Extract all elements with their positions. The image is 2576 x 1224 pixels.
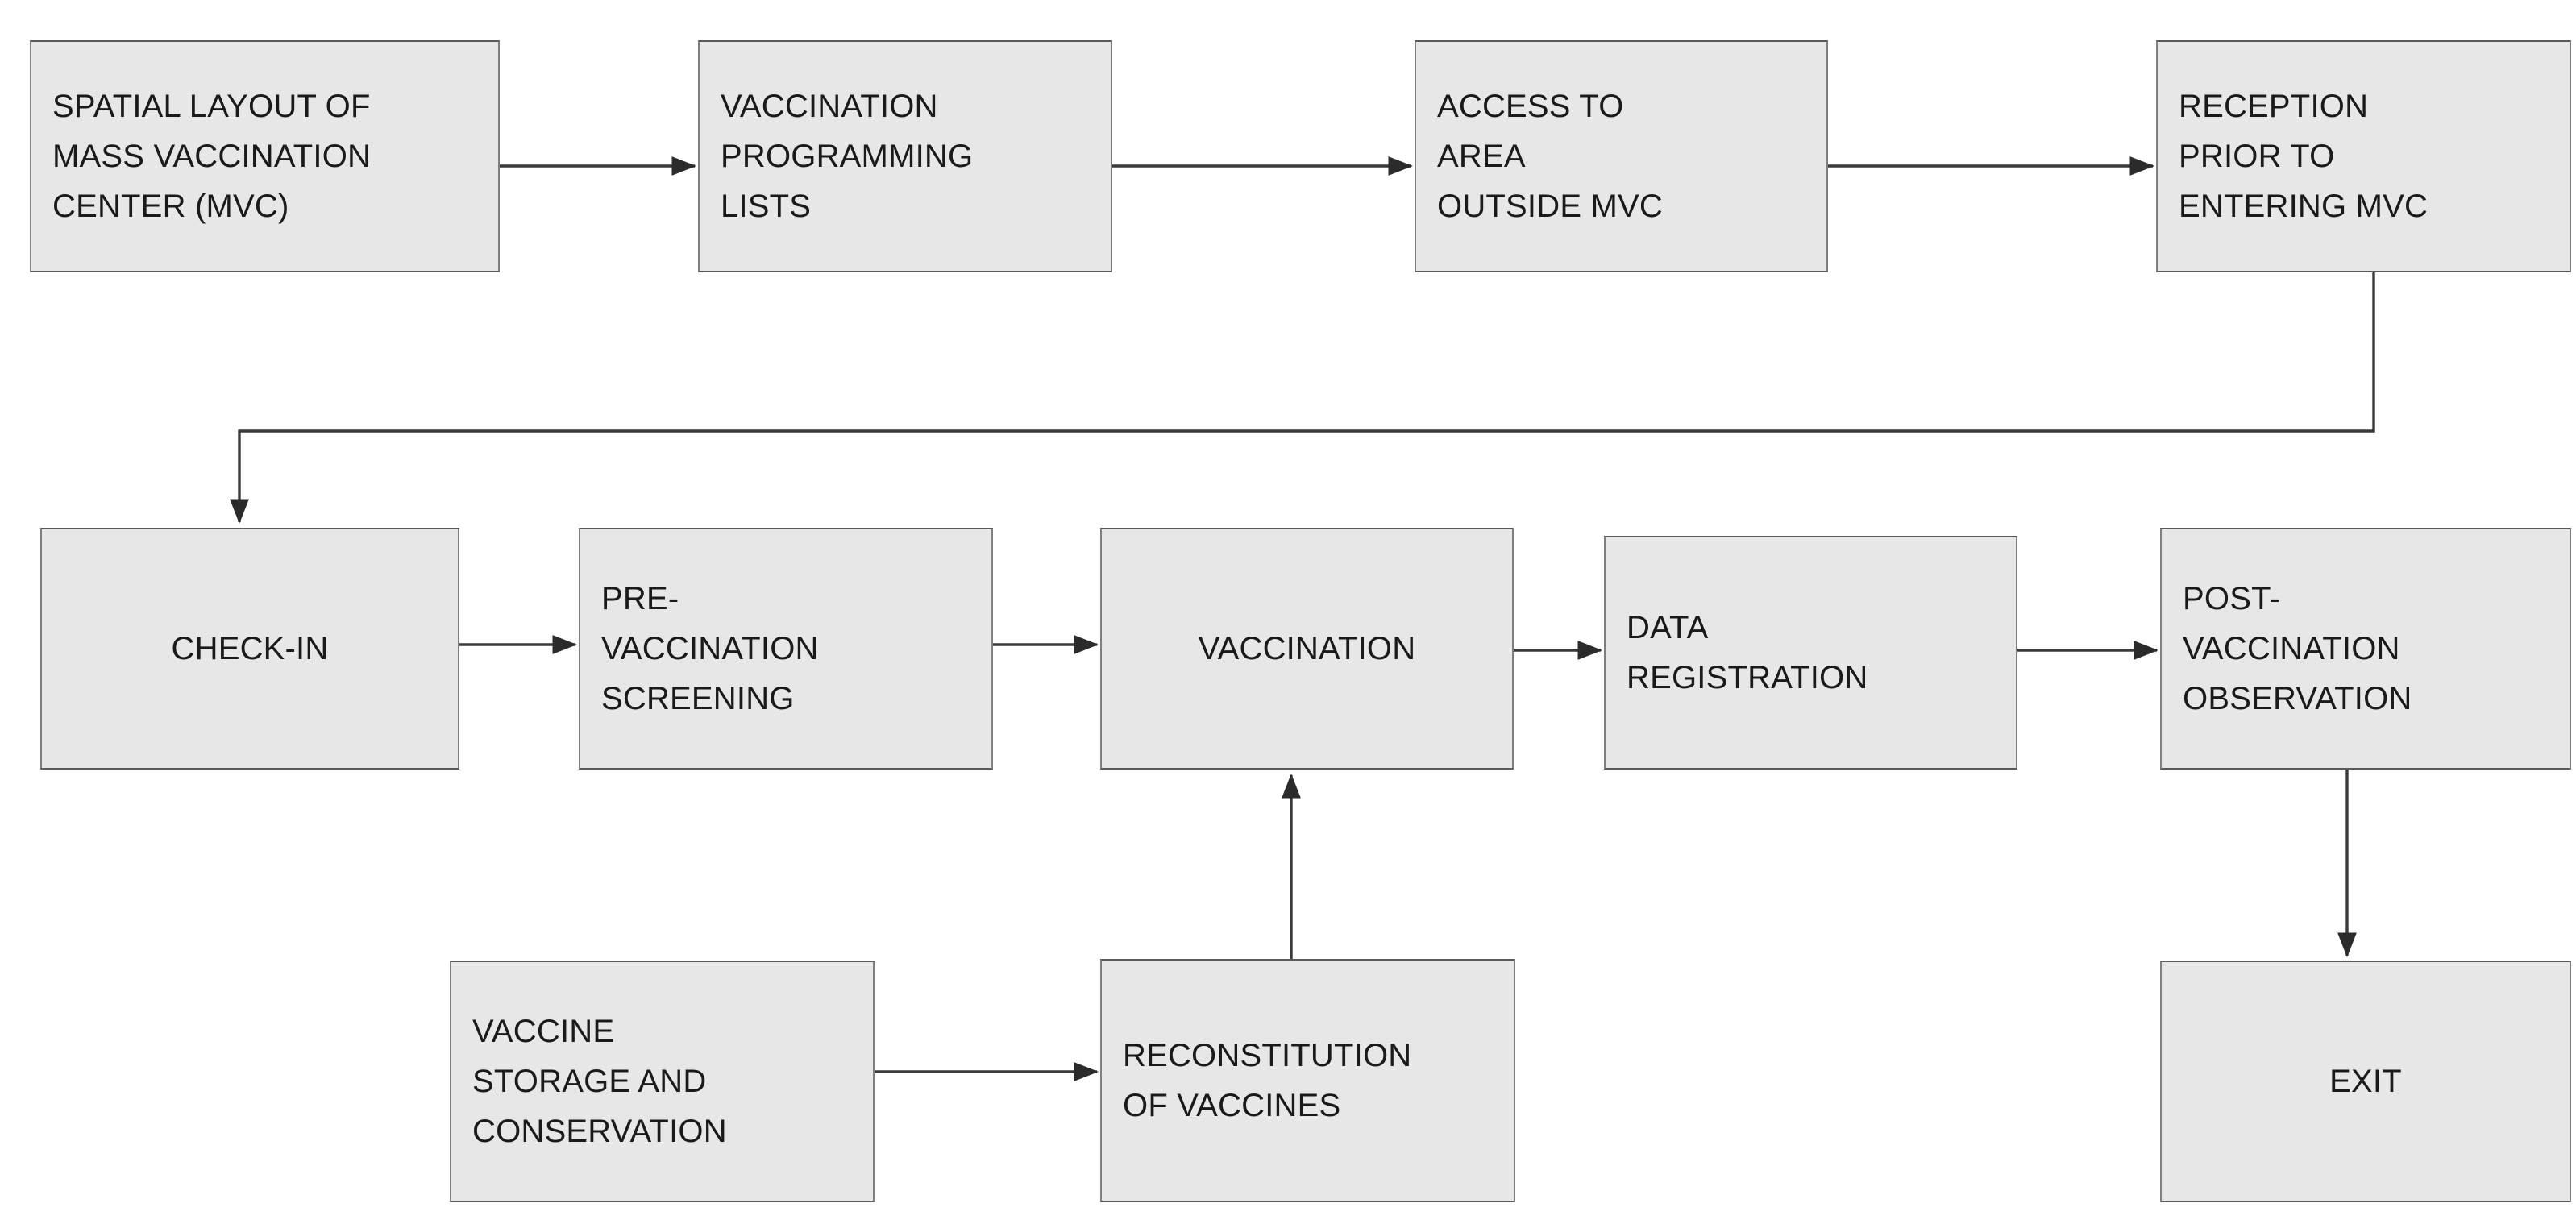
node-label: SPATIAL LAYOUT OF MASS VACCINATION CENTE… [52,89,372,224]
node-vaccine-storage[interactable]: VACCINE STORAGE AND CONSERVATION [450,961,875,1202]
node-label: VACCINATION PROGRAMMING LISTS [721,89,974,224]
node-exit[interactable]: EXIT [2160,961,2571,1202]
node-label: DATA REGISTRATION [1627,610,1868,695]
node-programming-lists[interactable]: VACCINATION PROGRAMMING LISTS [698,40,1112,272]
node-label: POST- VACCINATION OBSERVATION [2183,581,2412,716]
node-spatial-layout[interactable]: SPATIAL LAYOUT OF MASS VACCINATION CENTE… [30,40,500,272]
node-label: ACCESS TO AREA OUTSIDE MVC [1437,89,1663,224]
node-reception[interactable]: RECEPTION PRIOR TO ENTERING MVC [2156,40,2571,272]
node-label: RECEPTION PRIOR TO ENTERING MVC [2179,89,2429,224]
node-post-vacc-observation[interactable]: POST- VACCINATION OBSERVATION [2160,528,2571,770]
node-reconstitution[interactable]: RECONSTITUTION OF VACCINES [1100,959,1515,1202]
node-label: CHECK-IN [171,631,329,666]
node-data-registration[interactable]: DATA REGISTRATION [1604,536,2017,770]
node-label: VACCINE STORAGE AND CONSERVATION [472,1014,727,1149]
node-vaccination[interactable]: VACCINATION [1100,528,1514,770]
node-label: PRE- VACCINATION SCREENING [601,581,819,716]
node-label: VACCINATION [1198,631,1416,666]
node-check-in[interactable]: CHECK-IN [40,528,459,770]
edge-reception-to-checkin [230,272,2375,525]
node-label: RECONSTITUTION OF VACCINES [1123,1038,1412,1123]
node-access-outside[interactable]: ACCESS TO AREA OUTSIDE MVC [1415,40,1828,272]
node-label: EXIT [2329,1064,2402,1099]
node-pre-vacc-screening[interactable]: PRE- VACCINATION SCREENING [579,528,993,770]
